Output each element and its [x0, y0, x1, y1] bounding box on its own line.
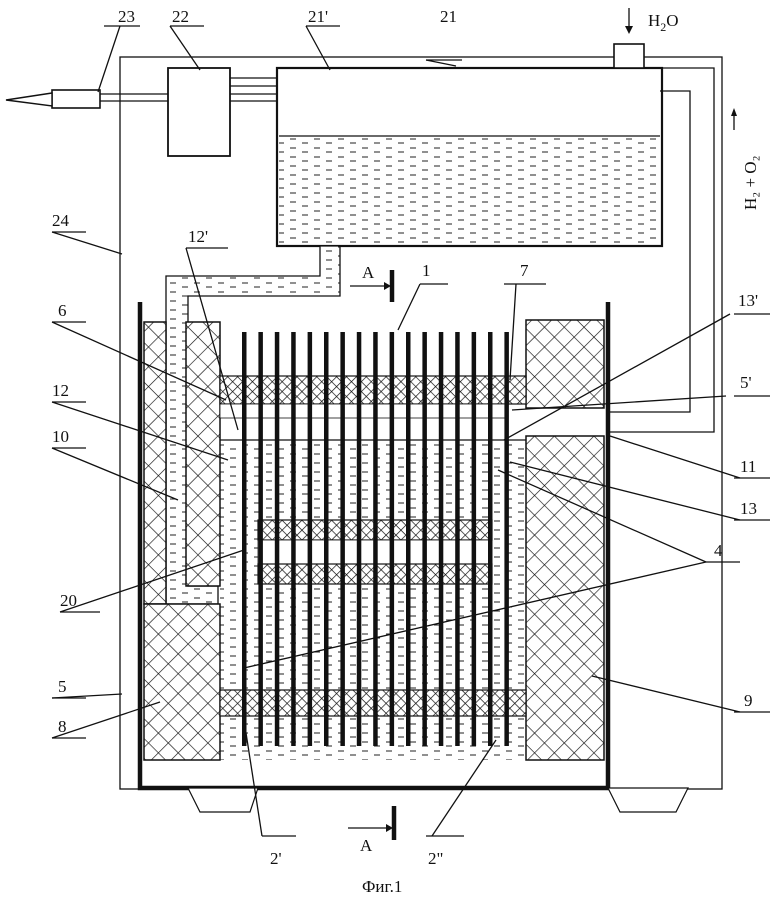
label-9: 9 [744, 691, 753, 710]
label-21: 21 [440, 7, 457, 26]
section-label-bottom: A [360, 836, 373, 855]
water-tank [275, 8, 664, 248]
gas-formula: H₂ + O₂ [741, 156, 760, 211]
label-4: 4 [714, 541, 723, 560]
electrode-plate [422, 332, 427, 746]
label-24: 24 [52, 211, 70, 230]
label-21-prime: 21' [308, 7, 328, 26]
label-11: 11 [740, 457, 756, 476]
label-12-prime: 12' [188, 227, 208, 246]
gas-return-pipe [608, 67, 737, 433]
label-10: 10 [52, 427, 69, 446]
electrode-plate [438, 332, 444, 746]
section-mark-bottom: A [348, 806, 397, 855]
label-8: 8 [58, 717, 67, 736]
electrode-plate [291, 332, 296, 746]
insulation-block-8-bottom [143, 603, 221, 761]
label-5: 5 [58, 677, 67, 696]
electrode-plate [406, 332, 411, 746]
electrode-plate [307, 332, 313, 746]
electrode-plate [488, 332, 493, 746]
torch-nozzle-23 [5, 89, 101, 109]
water-inlet [613, 43, 645, 69]
section-mark-top: A [350, 263, 395, 302]
electrode-plate [471, 332, 477, 746]
seal-7 [505, 375, 527, 405]
electrode-plate [324, 332, 329, 746]
section-label-top: A [362, 263, 375, 282]
label-2-prime: 2' [270, 849, 282, 868]
label-13: 13 [740, 499, 757, 518]
electrode-plate [242, 332, 247, 746]
electrode-plate [274, 332, 280, 746]
tank-liquid [279, 136, 660, 244]
label-2-double-prime: 2" [428, 849, 443, 868]
electrode-plate [455, 332, 460, 746]
label-13-prime: 13' [738, 291, 758, 310]
label-5-prime: 5' [740, 373, 752, 392]
insulation-block-7 [525, 319, 605, 409]
water-formula: H2O [648, 11, 679, 34]
right-foot [607, 787, 689, 813]
left-foot [187, 787, 259, 813]
label-20: 20 [60, 591, 77, 610]
electrode-plate [373, 332, 378, 746]
label-22: 22 [172, 7, 189, 26]
label-23: 23 [118, 7, 135, 26]
label-1: 1 [422, 261, 431, 280]
figure-caption: Фиг.1 [362, 877, 402, 896]
electrode-plates [242, 332, 509, 746]
electrode-plate [258, 332, 263, 746]
electrode-plate [389, 332, 395, 746]
electrode-plate [356, 332, 362, 746]
seal-bottom [219, 689, 527, 717]
insulation-block-8-top [185, 321, 221, 587]
electrode-plate [340, 332, 345, 746]
label-7: 7 [520, 261, 529, 280]
leader-lines [51, 25, 770, 837]
valve-22 [167, 67, 231, 157]
label-6: 6 [58, 301, 67, 320]
electrode-plate [504, 332, 509, 746]
label-12: 12 [52, 381, 69, 400]
insulation-block-9 [525, 435, 605, 761]
